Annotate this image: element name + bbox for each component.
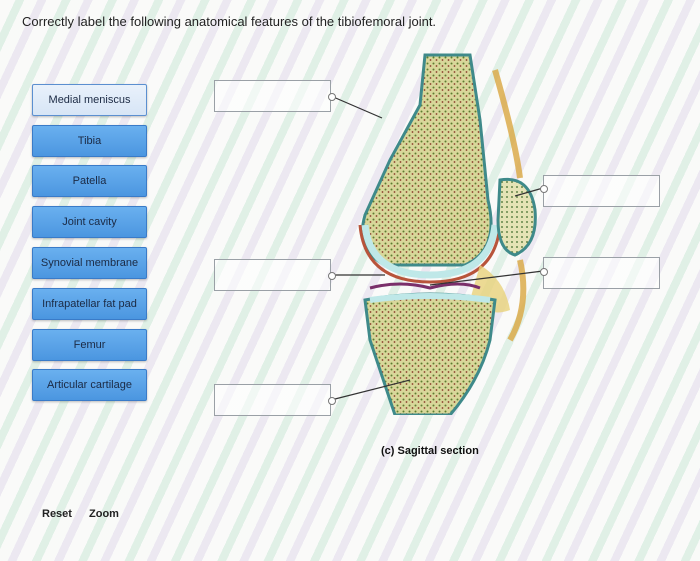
question-text: Correctly label the following anatomical… <box>22 14 437 29</box>
label-chip-articular-cartilage[interactable]: Articular cartilage <box>32 369 147 401</box>
drop-target-1-anchor <box>328 93 336 101</box>
label-chip-tibia[interactable]: Tibia <box>32 125 147 157</box>
label-chip-joint-cavity[interactable]: Joint cavity <box>32 206 147 238</box>
patella-shape <box>496 177 537 257</box>
drop-target-5-anchor <box>540 268 548 276</box>
drop-target-1[interactable] <box>214 80 331 112</box>
label-chip-patella[interactable]: Patella <box>32 165 147 197</box>
drop-target-4[interactable] <box>543 175 660 207</box>
label-chip-synovial-membrane[interactable]: Synovial membrane <box>32 247 147 279</box>
label-chip-medial-meniscus[interactable]: Medial meniscus <box>32 84 147 116</box>
drop-target-5[interactable] <box>543 257 660 289</box>
knee-sagittal-diagram <box>358 53 537 415</box>
reset-button[interactable]: Reset <box>42 508 72 520</box>
label-chip-infrapatellar-fat-pad[interactable]: Infrapatellar fat pad <box>32 288 147 320</box>
drop-target-3-anchor <box>328 397 336 405</box>
zoom-button[interactable]: Zoom <box>89 508 119 520</box>
drop-target-2-anchor <box>328 272 336 280</box>
diagram-caption: (c) Sagittal section <box>381 445 479 457</box>
label-chip-femur[interactable]: Femur <box>32 329 147 361</box>
drop-target-3[interactable] <box>214 384 331 416</box>
drop-target-4-anchor <box>540 185 548 193</box>
drop-target-2[interactable] <box>214 259 331 291</box>
femur-shape <box>361 53 493 267</box>
